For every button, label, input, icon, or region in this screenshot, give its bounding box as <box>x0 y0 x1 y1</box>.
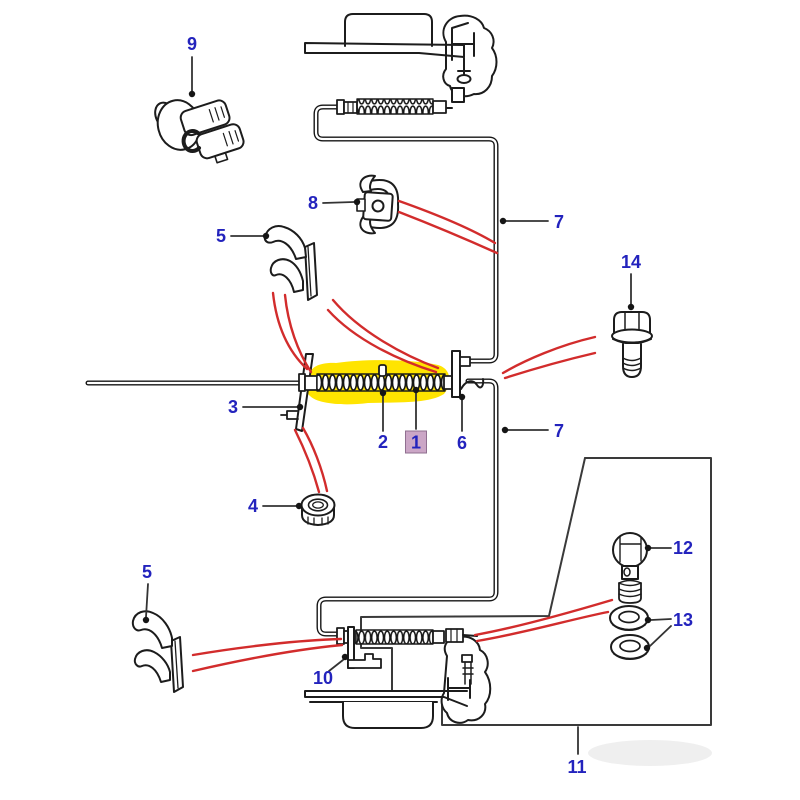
callout-leaders <box>142 56 672 755</box>
part-11-box <box>360 457 712 726</box>
callout-7-upper[interactable]: 7 <box>553 212 565 232</box>
part-13-drawing <box>609 605 650 660</box>
callout-5-bottom[interactable]: 5 <box>141 562 153 582</box>
background-smudge <box>588 740 712 766</box>
callout-3[interactable]: 3 <box>227 397 239 417</box>
part-4-drawing <box>300 493 336 526</box>
callout-7-lower[interactable]: 7 <box>553 421 565 441</box>
middle-hose-assembly <box>280 350 485 432</box>
top-caliper-assembly <box>304 13 498 115</box>
callout-1-highlighted[interactable]: 1 <box>404 430 428 454</box>
part-9-drawing <box>154 99 245 164</box>
callout-5-top[interactable]: 5 <box>215 226 227 246</box>
callout-12[interactable]: 12 <box>672 538 694 558</box>
part-14-drawing <box>611 311 653 378</box>
part-8-drawing <box>356 174 400 235</box>
part-5-top-drawing <box>263 225 318 301</box>
callout-9[interactable]: 9 <box>186 34 198 54</box>
callout-2[interactable]: 2 <box>377 432 389 452</box>
red-reference-lines <box>191 199 614 673</box>
callout-13[interactable]: 13 <box>672 610 694 630</box>
bottom-caliper-assembly <box>304 626 492 729</box>
part-5-bottom-drawing <box>131 610 184 693</box>
callout-6[interactable]: 6 <box>456 433 468 453</box>
callout-14[interactable]: 14 <box>620 252 642 272</box>
callout-8[interactable]: 8 <box>307 193 319 213</box>
part-12-drawing <box>612 532 648 604</box>
callout-11[interactable]: 11 <box>567 757 587 777</box>
callout-4[interactable]: 4 <box>247 496 259 516</box>
callout-10[interactable]: 10 <box>312 668 334 688</box>
brake-pipes <box>85 104 499 637</box>
